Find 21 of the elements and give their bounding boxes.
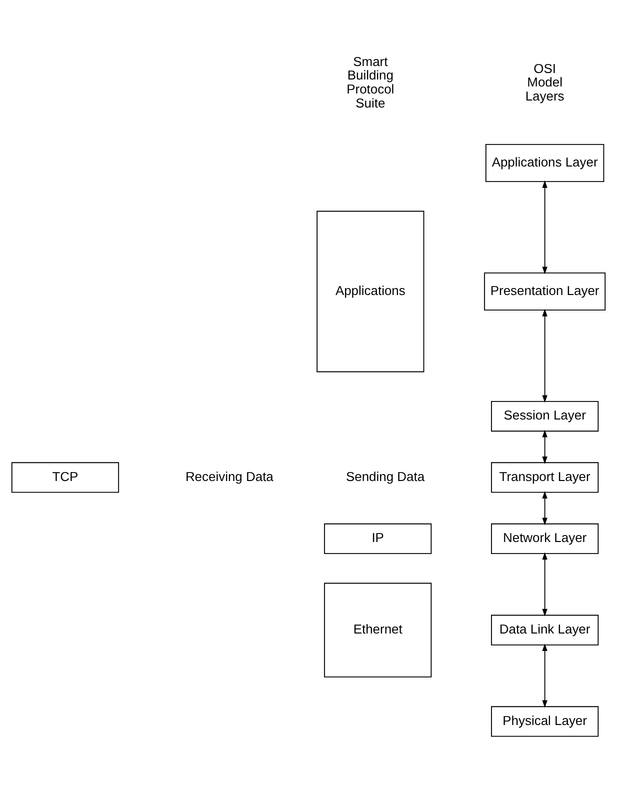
node-box: IP [324, 522, 432, 554]
node-box: TCP [11, 462, 120, 492]
node-box: Ethernet [324, 582, 432, 677]
label: OSI Model Layers [525, 60, 564, 104]
node-box: Applications Layer [485, 144, 604, 182]
label: Sending Data [346, 468, 425, 484]
node-box: Applications [316, 210, 424, 372]
node-box: Session Layer [491, 400, 599, 432]
arrow [542, 490, 548, 525]
arrow [542, 308, 548, 402]
node-box: Data Link Layer [491, 614, 599, 645]
arrow [542, 180, 548, 274]
arrow [542, 552, 548, 616]
node-box: Transport Layer [491, 462, 599, 492]
arrow [542, 429, 548, 464]
node-box: Presentation Layer [484, 272, 606, 310]
label: Smart Building Protocol Suite [346, 53, 394, 110]
label: Receiving Data [185, 468, 274, 484]
node-box: Network Layer [491, 522, 599, 554]
arrow [542, 643, 548, 708]
node-box: Physical Layer [491, 706, 599, 736]
